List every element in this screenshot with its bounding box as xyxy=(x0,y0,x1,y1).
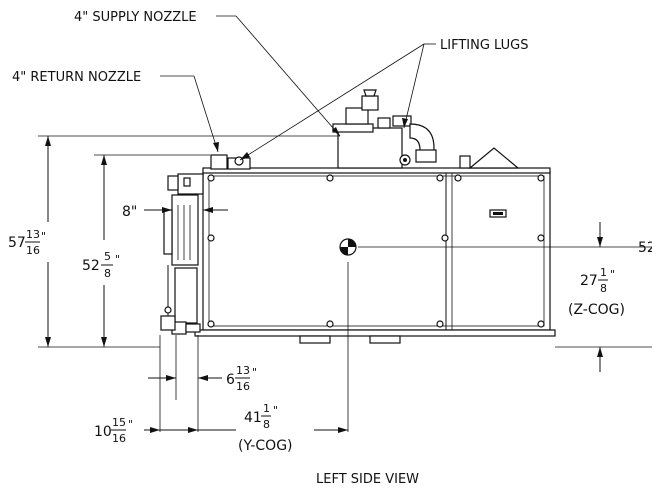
dim-denominator: 16 xyxy=(236,380,250,393)
dim-y-cog: 41 1 8 " (Y-COG) xyxy=(238,402,293,454)
supply-nozzle-label: 4" SUPPLY NOZZLE xyxy=(74,10,197,25)
dim-whole: 27 xyxy=(580,273,598,289)
view-title: LEFT SIDE VIEW xyxy=(316,472,419,487)
tank-body xyxy=(194,167,556,344)
dim-z-cog: 27 1 8 " (Z-COG) xyxy=(568,266,625,318)
dim-numerator: 13 xyxy=(26,228,40,241)
dim-unit: " xyxy=(610,268,615,281)
dim-unit: " xyxy=(252,366,257,379)
dim-offset-8: 8" xyxy=(122,204,137,220)
dim-denominator: 16 xyxy=(112,432,126,445)
dim-denominator: 16 xyxy=(26,244,40,257)
dim-numerator: 1 xyxy=(600,266,607,279)
y-cog-tag: (Y-COG) xyxy=(238,438,293,454)
dim-body-height: 52 5 8 " xyxy=(82,250,120,280)
dim-whole: 41 xyxy=(244,410,262,426)
return-nozzle-label: 4" RETURN NOZZLE xyxy=(12,70,141,85)
dim-numerator: 1 xyxy=(263,402,270,415)
dim-numerator: 13 xyxy=(236,364,250,377)
top-equipment xyxy=(210,89,520,170)
dim-denominator: 8 xyxy=(263,418,270,431)
dimension-lines xyxy=(45,15,603,433)
center-of-gravity-icon xyxy=(339,238,357,256)
dim-unit: " xyxy=(273,404,278,417)
lifting-lugs-label: LIFTING LUGS xyxy=(440,38,528,53)
dim-unit: " xyxy=(115,253,120,266)
left-side-piping xyxy=(160,173,204,335)
dim-whole: 6 xyxy=(226,372,235,388)
dim-denominator: 8 xyxy=(600,282,607,295)
dim-numerator: 15 xyxy=(112,416,126,429)
dim-whole: 52 xyxy=(82,258,100,274)
z-cog-tag: (Z-COG) xyxy=(568,302,625,318)
dim-numerator: 5 xyxy=(104,250,111,263)
dim-whole: 57 xyxy=(8,235,26,251)
extension-lines xyxy=(38,135,652,432)
dim-x-10: 10 15 16 " xyxy=(94,416,133,445)
dim-denominator: 8 xyxy=(104,267,111,280)
dim-unit: " xyxy=(128,418,133,431)
dim-x-6: 6 13 16 " xyxy=(226,364,257,393)
dim-unit: " xyxy=(41,230,46,243)
panel-bolts xyxy=(207,174,545,328)
dim-right-cut: 52 xyxy=(638,240,652,256)
dim-whole: 10 xyxy=(94,424,112,440)
dim-overall-height: 57 13 16 " xyxy=(8,228,46,257)
